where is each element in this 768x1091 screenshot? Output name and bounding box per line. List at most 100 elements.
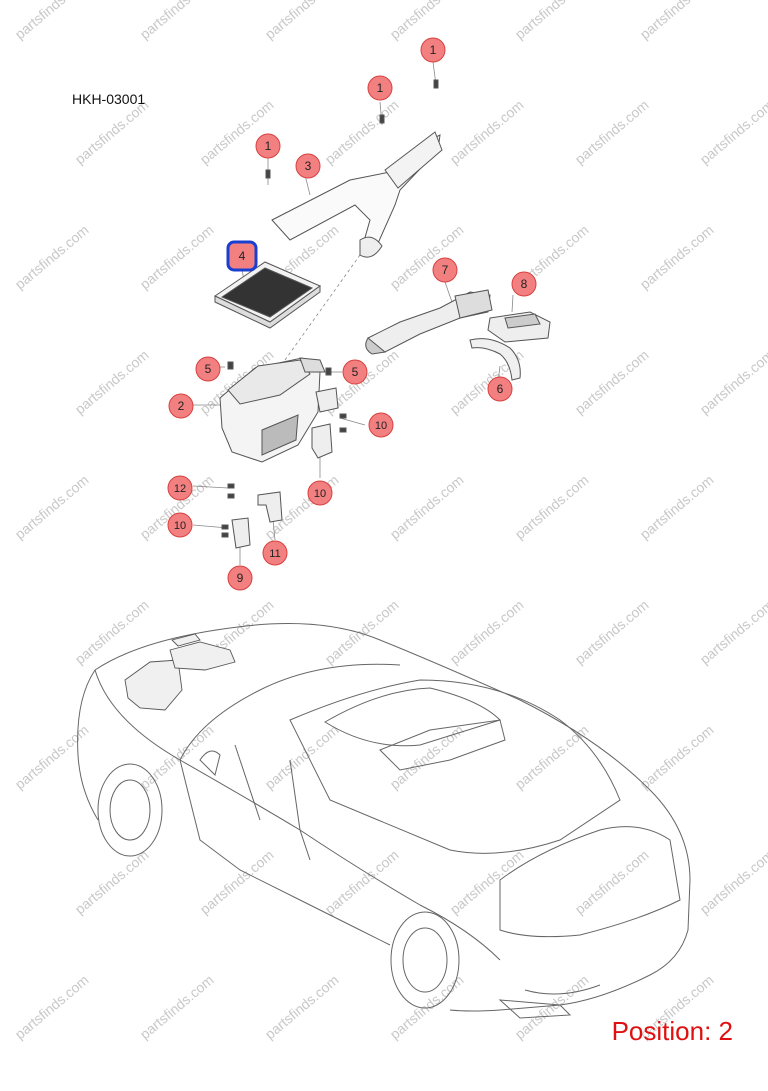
callout-10[interactable]: 10 [368,412,394,438]
callout-3[interactable]: 3 [295,153,321,179]
callout-number: 1 [265,139,272,153]
callout-number: 6 [497,382,504,396]
callout-circle [432,257,458,283]
callout-number: 3 [305,159,312,173]
callout-11[interactable]: 11 [262,540,288,566]
watermark: partsfinds.com [572,597,652,668]
callout-5[interactable]: 5 [342,359,368,385]
watermark: partsfinds.com [12,472,92,543]
callout-number: 10 [375,420,387,432]
callout-circle [367,75,393,101]
callout-circle [227,565,253,591]
watermark: partsfinds.com [572,347,652,418]
callout-circle [295,153,321,179]
callout-circle [307,480,333,506]
watermark: partsfinds.com [637,0,717,42]
watermark: partsfinds.com [637,222,717,293]
watermark: partsfinds.com [512,722,592,793]
callout-highlight-box [226,240,258,272]
watermark: partsfinds.com [72,347,152,418]
watermark: partsfinds.com [447,597,527,668]
watermark: partsfinds.com [72,97,152,168]
callout-number: 1 [430,43,437,57]
callout-5[interactable]: 5 [195,356,221,382]
parts-line-art [213,79,551,549]
watermark: partsfinds.com [137,0,217,42]
vehicle-outline [77,623,691,1019]
watermark: partsfinds.com [387,222,467,293]
callout-number: 2 [178,399,185,413]
callout-circle [487,376,513,402]
watermark: partsfinds.com [512,472,592,543]
callout-6[interactable]: 6 [487,376,513,402]
callout-9[interactable]: 9 [227,565,253,591]
callout-8[interactable]: 8 [511,271,537,297]
watermark: partsfinds.com [12,722,92,793]
callout-7[interactable]: 7 [432,257,458,283]
callout-number: 7 [442,263,449,277]
watermark: partsfinds.com [137,722,217,793]
watermark: partsfinds.com [572,97,652,168]
watermark: partsfinds.com [512,0,592,42]
callout-circle [195,356,221,382]
callout-number: 5 [205,362,212,376]
air-filter-part-4 [213,261,322,329]
callout-circle [255,133,281,159]
callout-circle [342,359,368,385]
callout-circle [511,271,537,297]
callout-number: 8 [521,277,528,291]
watermark: partsfinds.com [447,97,527,168]
sensor-part-8 [487,311,551,343]
callout-12[interactable]: 12 [167,475,193,501]
diagram-code: HKH-03001 [72,91,146,107]
watermark-layer: partsfinds.com partsfinds.com partsfinds.c… [12,0,768,1042]
callout-number: 5 [352,365,359,379]
watermark: partsfinds.com [387,722,467,793]
callout-number: 9 [237,571,244,585]
callout-circle [168,393,194,419]
callout-2[interactable]: 2 [168,393,194,419]
callout-10[interactable]: 10 [307,480,333,506]
watermark: partsfinds.com [12,222,92,293]
watermark: partsfinds.com [72,597,152,668]
callout-4[interactable]: 4 [226,240,258,272]
watermark: partsfinds.com [697,847,768,918]
watermark: partsfinds.com [447,847,527,918]
callout-10[interactable]: 10 [167,512,193,538]
callout-number: 10 [314,488,326,500]
watermark: partsfinds.com [322,97,402,168]
callout-circle [368,412,394,438]
hose-part-6 [469,338,521,381]
callout-circle [420,37,446,63]
watermark: partsfinds.com [572,847,652,918]
intake-pipe-part-7 [365,289,493,355]
callout-circle [262,540,288,566]
air-box-part-2 [219,357,326,463]
watermark: partsfinds.com [322,597,402,668]
watermark: partsfinds.com [697,347,768,418]
watermark: partsfinds.com [512,972,592,1043]
callout-number: 12 [174,483,186,495]
watermark: partsfinds.com [637,472,717,543]
watermark: partsfinds.com [12,972,92,1043]
watermark: partsfinds.com [637,722,717,793]
callout-number: 4 [239,249,246,263]
watermark: partsfinds.com [137,222,217,293]
bolt-icons [221,361,347,538]
bracket-part-9 [231,517,251,549]
callout-1[interactable]: 1 [255,133,281,159]
watermark: partsfinds.com [387,0,467,42]
watermark: partsfinds.com [322,847,402,918]
callout-number: 11 [269,548,280,560]
watermark: partsfinds.com [387,472,467,543]
screw-icons [265,79,439,179]
callout-1[interactable]: 1 [420,37,446,63]
watermark: partsfinds.com [697,597,768,668]
callout-number: 10 [174,520,186,532]
bracket-part-11 [257,491,283,523]
callout-circle [167,512,193,538]
callout-1[interactable]: 1 [367,75,393,101]
